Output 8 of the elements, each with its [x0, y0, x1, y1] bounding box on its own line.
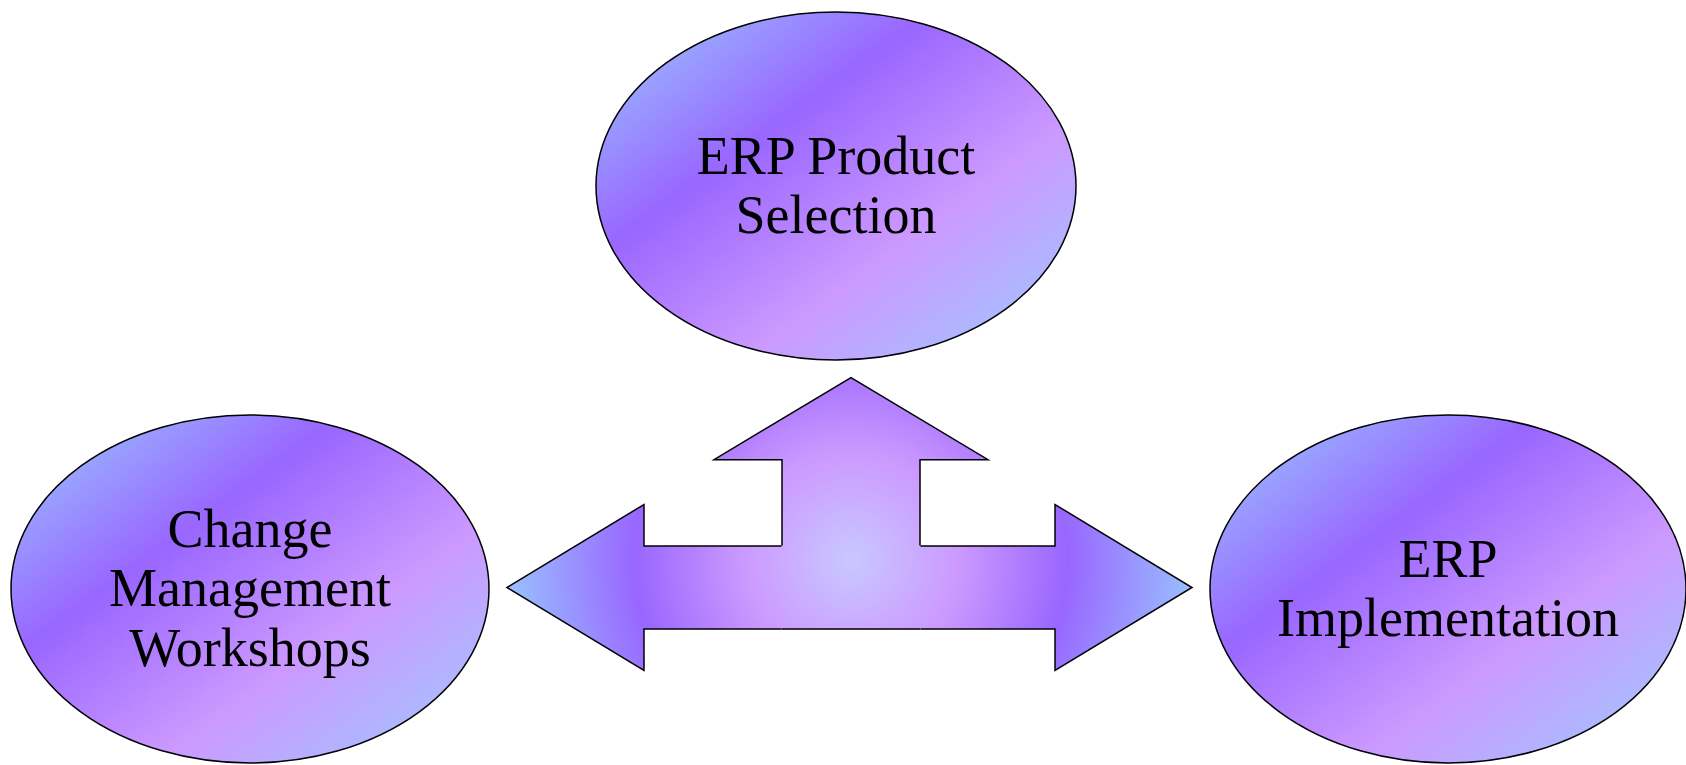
block-arrow	[505, 503, 783, 672]
node-label: Change Management Workshops	[108, 499, 392, 679]
ellipse-node	[595, 11, 1077, 361]
block-arrow	[711, 376, 991, 547]
block-arrow	[919, 503, 1194, 672]
ellipse-node	[10, 414, 490, 764]
node-label: ERP Product Selection	[695, 126, 977, 246]
node-label: ERP Implementation	[1276, 529, 1620, 649]
